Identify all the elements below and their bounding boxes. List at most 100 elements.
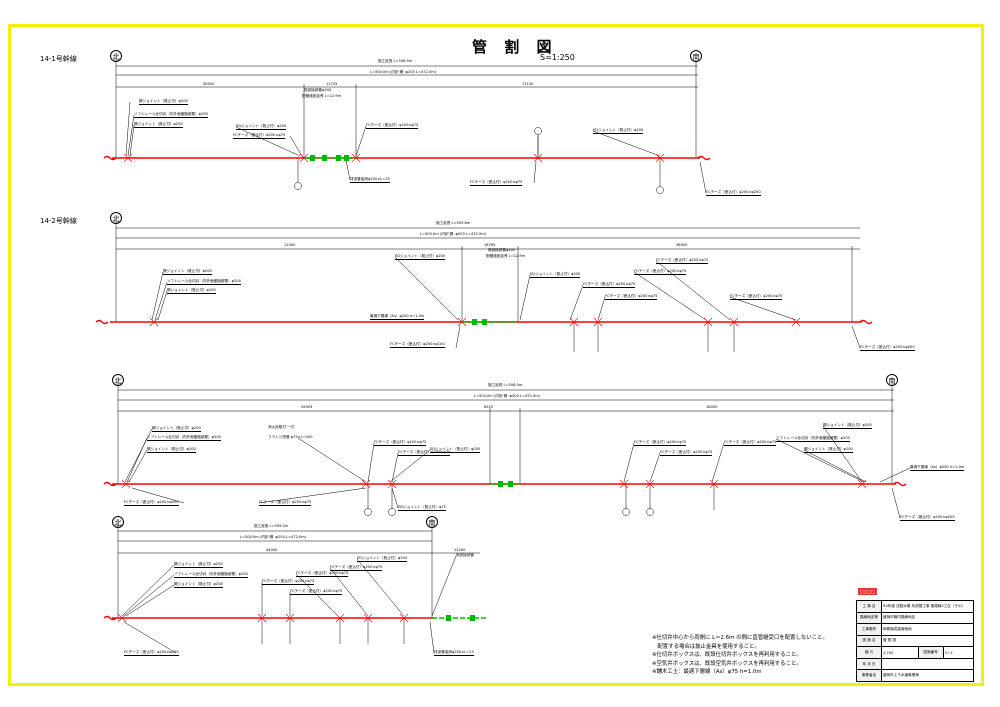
- callout-2-4: EDジョイント（既止付）φ200: [395, 254, 446, 260]
- span-1-1: 30000: [203, 82, 215, 86]
- callout-2-3: 鋼ジョイント（既止付）φ200: [167, 288, 216, 294]
- callout-3-1: 鋼ジョイント（既止付）φ200: [152, 426, 201, 432]
- callout-2-14: FCチーズ（差込付）φ200×φ200: [860, 345, 915, 351]
- callout-3-3: 鋼ジョイント（既止付）φ200: [147, 447, 196, 453]
- span-3-3: 18000: [706, 405, 718, 409]
- note-line-5: ※舗木工土：最適下層線（As）φ75 h=1.0m: [652, 669, 762, 676]
- note-line-2: 配置する場合は抜止金具を使用すること。: [652, 643, 760, 650]
- drawing-title: 管 割 図: [472, 38, 558, 56]
- callout-1-5: FCチーズ（差込付）φ200×φ75: [233, 133, 286, 139]
- callout-4-7: FCチーズ（差込付）φ200×φ75: [262, 579, 315, 585]
- notes-block: ※仕切弁中心から両側に L＝2.6ｍ の間に直管継受口を配置しないこと。 配置す…: [652, 634, 828, 677]
- callout-1-12: FCチーズ（差込付）φ200×φ200: [706, 190, 761, 196]
- tb-value-owner: 盛岡市上下水道事業局: [881, 669, 974, 682]
- callout-2-1: 鋼ジョイント（既止付）φ200: [163, 269, 212, 275]
- callout-4-6: FCチーズ（差込付）φ200×φ75: [296, 571, 349, 577]
- callout-1-4: EDジョイント（既止付）φ200: [236, 124, 287, 130]
- drawing-scale: S=1:250: [540, 53, 575, 62]
- callout-3-2: ソフトレール仕切弁（内外面樹脂被覆）φ200: [147, 435, 221, 441]
- span-1-3: 71150: [522, 82, 534, 86]
- callout-2-13: FCチーズ（差込付）φ200×φ75: [656, 258, 709, 264]
- callout-3-18: 最適下層線（As）φ200 h=1.0m: [910, 465, 965, 471]
- callout-3-12: FCチーズ（差込付）φ200×φ75: [634, 440, 687, 446]
- total-length-2: 施工延長 L=505.8m: [436, 221, 471, 225]
- tb-label-scale: 縮 尺: [856, 646, 882, 659]
- callout-3-17: 鋼ジョイント（既止付）φ200: [804, 447, 853, 453]
- span-2-2: 18765: [484, 243, 496, 247]
- breakdown-2: L=500.0m (内訳 鋼 :φ200 L=472.0m): [420, 232, 487, 236]
- span-1-2: 11725: [326, 82, 338, 86]
- callout-2-2: ソフトレール仕切弁（内外面樹脂被覆）φ200: [167, 279, 241, 285]
- callout-2-15: FCチーズ（差込付）φ200×φ75: [730, 294, 783, 300]
- tb-label-project: 工 事 名: [856, 600, 882, 613]
- callout-2-12: FCチーズ（差込付）φ200×φ75: [634, 269, 687, 275]
- tb-label-drawing: 図 面 名: [856, 634, 882, 648]
- callout-4-9: 既設接続管: [456, 553, 474, 557]
- callout-4-10: 排泥管接続φ200×L=15: [434, 650, 474, 656]
- approval-stamp: □□□□: [858, 588, 878, 595]
- breakdown-3: L=500.0m (内訳 鋼 :φ200 L=472.0m): [474, 394, 541, 398]
- drawing-frame: [8, 24, 984, 686]
- note-line-3: ※仕切弁ボックスは、既設仕切弁ボックスを再利用すること。: [652, 652, 802, 659]
- callout-2-11: FCチーズ（差込付）φ200×φ75: [605, 294, 658, 300]
- tb-label-owner: 事業者名: [856, 669, 882, 682]
- callout-4-5: FCチーズ（差込付）φ200×φ75: [330, 565, 383, 571]
- span-3-1: 26924: [301, 405, 313, 409]
- tb-label-date: 年 月 日: [856, 657, 882, 671]
- tb-value-date: [881, 657, 974, 671]
- section-name-2: 14-2号幹線: [40, 217, 77, 225]
- span-4-2: 11200: [454, 548, 466, 552]
- callout-3-11: EDジョイント（既止付）φ75: [398, 505, 446, 511]
- callout-3-6: 消火栓取付 一式: [268, 425, 295, 429]
- callout-1-2: ソフトレール仕切弁（内外面樹脂被覆）φ200: [134, 112, 208, 118]
- callout-3-4: FCチーズ（差込付）φ200×φ200: [124, 500, 179, 506]
- breakdown-4: L=500.0m (内訳 鋼 :φ200 L=472.0m): [240, 535, 307, 539]
- callout-1-11: EDジョイント（既止付）φ200: [593, 128, 644, 134]
- tb-value-project: R4年度 送配水管 布設替工事 管路線2工区（その）: [881, 600, 974, 613]
- span-4-1: 44000: [266, 548, 278, 552]
- tb-value-scale: 1:250: [881, 646, 919, 659]
- breakdown-1: L=500.0m (内訳 鋼 :φ200 L=472.0m): [370, 70, 437, 74]
- callout-2-5: 既設接続管φ200: [488, 248, 516, 252]
- callout-3-16: ソフトレール仕切弁（内外面樹脂被覆）φ200: [776, 436, 850, 442]
- span-3-2: 8525: [484, 405, 494, 409]
- callout-4-4: EDジョイント（既止付）φ200: [357, 556, 408, 562]
- tb-label-site: 工事箇所: [856, 623, 882, 636]
- callout-3-8: FCチーズ（差込付）φ200×φ75: [374, 440, 427, 446]
- callout-2-10: FCチーズ（差込付）φ200×φ75: [583, 282, 636, 288]
- tb-label-route: 路線地名等: [856, 611, 882, 625]
- callout-2-6: 配管施設延長 L=12.9m: [486, 254, 526, 258]
- callout-3-13: FCチーズ（差込付）φ200×φ75: [660, 450, 713, 456]
- callout-4-2: ソフトレール仕切弁（内外面樹脂被覆）φ200: [174, 572, 248, 578]
- callout-3-15: 鋼ジョイント（既止付）φ200: [823, 423, 872, 429]
- callout-4-3: 鋼ジョイント（既止付）φ200: [174, 582, 223, 588]
- callout-1-3: 鋼ジョイント（既止付）φ200: [134, 122, 183, 128]
- callout-3-14: FCチーズ（差込付）φ200×φ75: [724, 440, 777, 446]
- callout-2-9: EDジョイント（既止付）φ200: [530, 272, 581, 278]
- tb-label-sheet: 図面番号: [917, 646, 944, 659]
- callout-2-8: FCチーズ（差込付）φ200×φ100: [390, 342, 445, 348]
- span-2-1: 12000: [284, 243, 296, 247]
- span-2-3: 36000: [676, 243, 688, 247]
- callout-3-5: FCチーズ（差込付）φ200×φ75: [259, 500, 312, 506]
- callout-3-19: FCチーズ（差込付）φ200×φ200: [900, 515, 955, 521]
- tb-value-route: 盛岡市管内路線地区: [881, 611, 974, 625]
- section-name-1: 14-1号幹線: [40, 55, 77, 63]
- tb-value-sheet: 3 / 4: [942, 646, 975, 659]
- total-length-1: 施工延長 L=506.5m: [378, 59, 413, 63]
- note-line-4: ※空気弁ボックスは、既設空気弁ボックスを再利用すること。: [652, 660, 802, 667]
- callout-3-10: EDジョイント（既止付）φ200: [430, 447, 481, 453]
- callout-1-10: FCチーズ（差込付）φ200×φ75: [470, 180, 523, 186]
- note-line-1: ※仕切弁中心から両側に L＝2.6ｍ の間に直管継受口を配置しないこと。: [652, 635, 828, 641]
- callout-1-1: 鋼ジョイント（既止付）φ200: [139, 99, 188, 105]
- total-length-3: 施工延長 L=506.5m: [488, 383, 523, 387]
- tb-value-site: 岡県旗見高線地地: [881, 623, 974, 636]
- callout-3-7: フランジ短管 φ75×L=500: [268, 435, 313, 439]
- callout-3-9: FCチーズ（差込付）φ200×φ75: [398, 450, 451, 456]
- callout-1-8: 排泥管接続φ200×L=15: [350, 177, 390, 183]
- total-length-4: 施工延長 L=505.0m: [254, 524, 289, 528]
- callout-1-7: 配管施設延長 L=12.9m: [302, 94, 342, 98]
- callout-4-1: 鋼ジョイント（既止付）φ200: [174, 562, 223, 568]
